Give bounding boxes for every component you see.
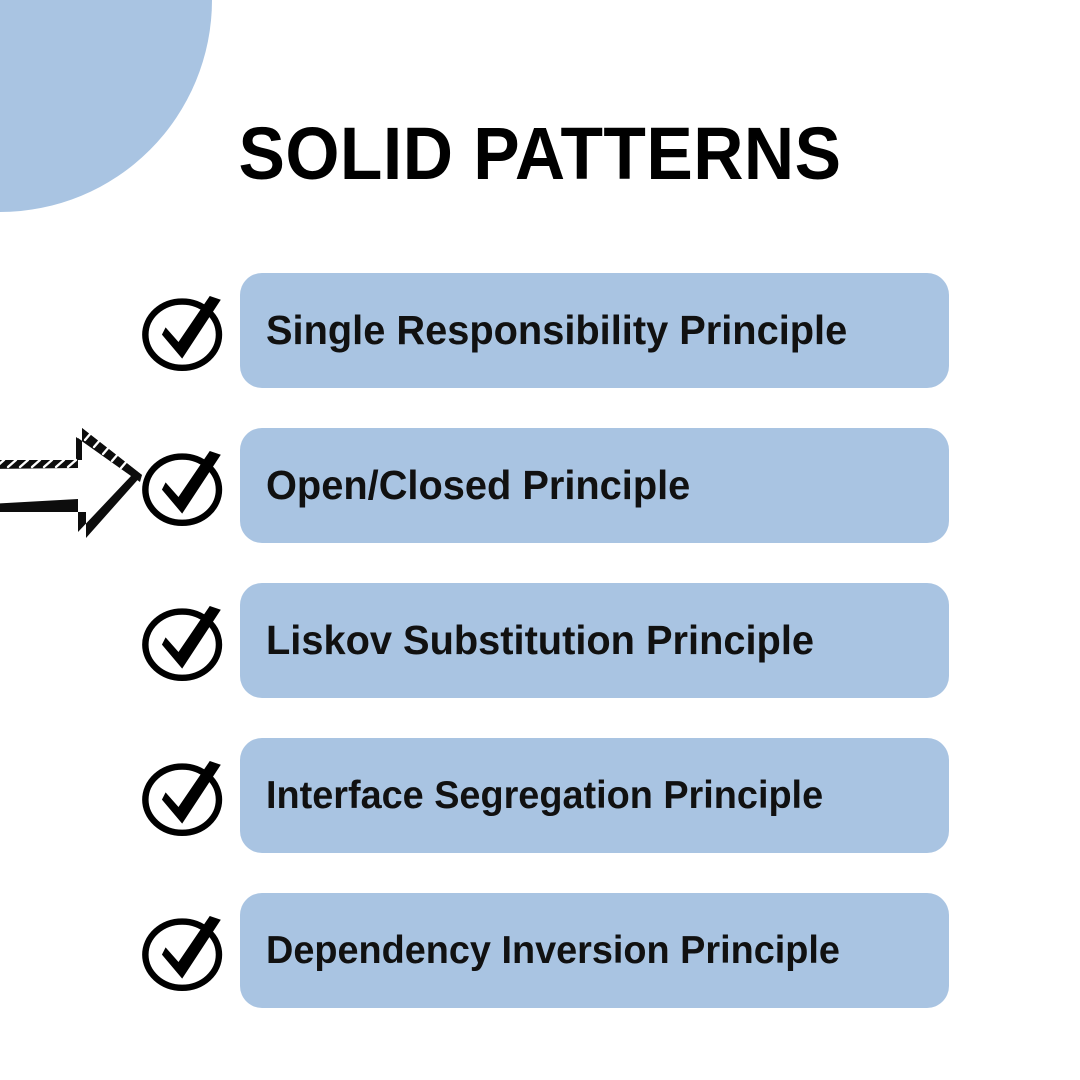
principle-pill[interactable]: Interface Segregation Principle: [240, 738, 949, 853]
page-title: SOLID PATTERNS: [238, 112, 842, 195]
list-item[interactable]: Interface Segregation Principle: [0, 738, 1080, 853]
check-circle-icon: [142, 605, 223, 681]
principles-list: Single Responsibility Principle Open/Clo…: [0, 273, 1080, 1008]
principle-label: Single Responsibility Principle: [266, 307, 848, 353]
principle-label: Interface Segregation Principle: [266, 774, 824, 817]
hand-drawn-right-arrow-icon: [0, 428, 142, 538]
principle-label: Liskov Substitution Principle: [266, 617, 815, 663]
principle-pill[interactable]: Liskov Substitution Principle: [240, 583, 949, 698]
list-item[interactable]: Open/Closed Principle: [0, 428, 1080, 543]
check-circle-icon: [142, 760, 223, 836]
check-circle-icon: [142, 450, 223, 526]
list-item[interactable]: Single Responsibility Principle: [0, 273, 1080, 388]
principle-pill[interactable]: Open/Closed Principle: [240, 428, 949, 543]
principle-pill[interactable]: Single Responsibility Principle: [240, 273, 949, 388]
list-item[interactable]: Liskov Substitution Principle: [0, 583, 1080, 698]
list-item[interactable]: Dependency Inversion Principle: [0, 893, 1080, 1008]
principle-pill[interactable]: Dependency Inversion Principle: [240, 893, 949, 1008]
principle-label: Dependency Inversion Principle: [266, 929, 840, 972]
check-circle-icon: [142, 295, 223, 371]
principle-label: Open/Closed Principle: [266, 462, 691, 508]
check-circle-icon: [142, 915, 223, 991]
